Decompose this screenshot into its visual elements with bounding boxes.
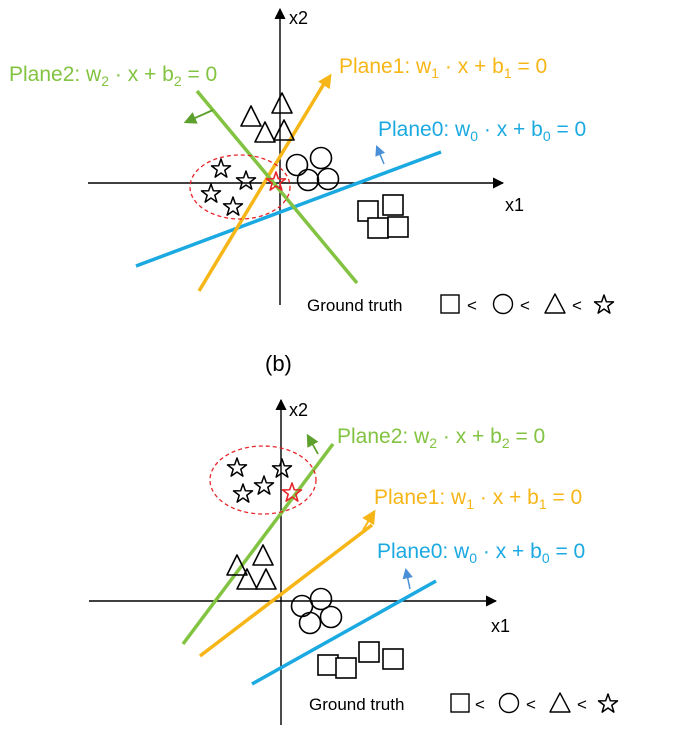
circle-marker: [298, 611, 322, 635]
plane0-normal-arrow: [402, 567, 413, 590]
plane0-line: [251, 579, 437, 686]
plane1-normal-arrow: [362, 509, 376, 531]
plane0-line: [135, 150, 442, 268]
legend-triangle-icon: [544, 293, 566, 314]
star-marker: [222, 196, 244, 216]
star-marker: [271, 458, 293, 478]
triangle-marker: [240, 105, 262, 127]
circle-marker: [319, 605, 343, 629]
star-marker: [253, 475, 275, 495]
plane0-normal-arrow: [375, 145, 386, 165]
star-cluster-ellipse: [209, 445, 317, 515]
square-marker: [367, 217, 389, 239]
legend-separator: <: [572, 296, 582, 315]
y-axis-label: x2: [289, 400, 308, 420]
legend-square-icon: [440, 294, 460, 314]
legend-square-icon: [450, 693, 470, 713]
plane1-line: [198, 523, 374, 658]
square-marker: [382, 194, 404, 216]
ground-truth-legend: Ground truth < < <: [309, 692, 619, 714]
legend-title: Ground truth: [309, 695, 404, 714]
x-axis-label: x1: [491, 616, 510, 636]
plane2-line: [181, 442, 335, 646]
star-marker: [235, 170, 257, 190]
plane0-label: Plane0: w0 · x + b0 = 0: [378, 118, 586, 144]
legend-separator: <: [526, 695, 536, 714]
legend-separator: <: [520, 296, 530, 315]
plane2-label: Plane2: w2 · x + b2 = 0: [9, 63, 217, 89]
square-marker: [335, 657, 357, 679]
y-axis-label: x2: [289, 8, 308, 28]
square-marker: [317, 654, 339, 676]
panel-b: x1 x2 Plane2: w2 · x + b2 = 0 Plane1: w1…: [89, 398, 619, 725]
legend-separator: <: [467, 296, 477, 315]
square-marker: [387, 216, 409, 238]
star-marker: [232, 483, 254, 503]
legend-star-icon: [597, 693, 619, 713]
plane1-normal-arrow: [316, 73, 332, 97]
legend-star-icon: [593, 294, 615, 314]
circle-marker: [285, 153, 309, 177]
square-marker: [358, 641, 380, 663]
plane0-label: Plane0: w0 · x + b0 = 0: [377, 540, 585, 566]
triangle-marker: [254, 121, 276, 143]
panel-b-caption: (b): [265, 351, 292, 376]
star-marker: [200, 183, 222, 203]
panel-a: x1 x2 Plane2: w2 · x + b2 = 0 Plane1: w1…: [9, 7, 615, 315]
circle-marker: [296, 168, 320, 192]
star-marker: [226, 457, 248, 477]
legend-separator: <: [475, 695, 485, 714]
plane2-normal-arrow: [183, 109, 214, 124]
plane1-label: Plane1: w1 · x + b1 = 0: [374, 486, 582, 512]
star-marker: [210, 158, 232, 178]
circle-marker: [290, 594, 314, 618]
legend-triangle-icon: [549, 692, 571, 713]
square-marker: [382, 648, 404, 670]
legend-title: Ground truth: [307, 296, 402, 315]
plane2-normal-arrow: [306, 433, 319, 455]
legend-separator: <: [577, 695, 587, 714]
triangle-marker: [236, 568, 258, 590]
star-cluster-ellipse: [189, 154, 291, 220]
x-axis-label: x1: [505, 195, 524, 215]
triangle-marker: [271, 92, 293, 114]
legend-circle-icon: [498, 692, 520, 714]
circle-marker: [316, 167, 340, 191]
triangle-marker: [255, 568, 277, 590]
legend-circle-icon: [492, 293, 514, 315]
plane1-label: Plane1: w1 · x + b1 = 0: [339, 55, 547, 81]
plane1-line: [197, 81, 327, 292]
circle-marker: [309, 146, 333, 170]
plane2-label: Plane2: w2 · x + b2 = 0: [337, 425, 545, 451]
ground-truth-legend: Ground truth < < <: [307, 293, 615, 315]
